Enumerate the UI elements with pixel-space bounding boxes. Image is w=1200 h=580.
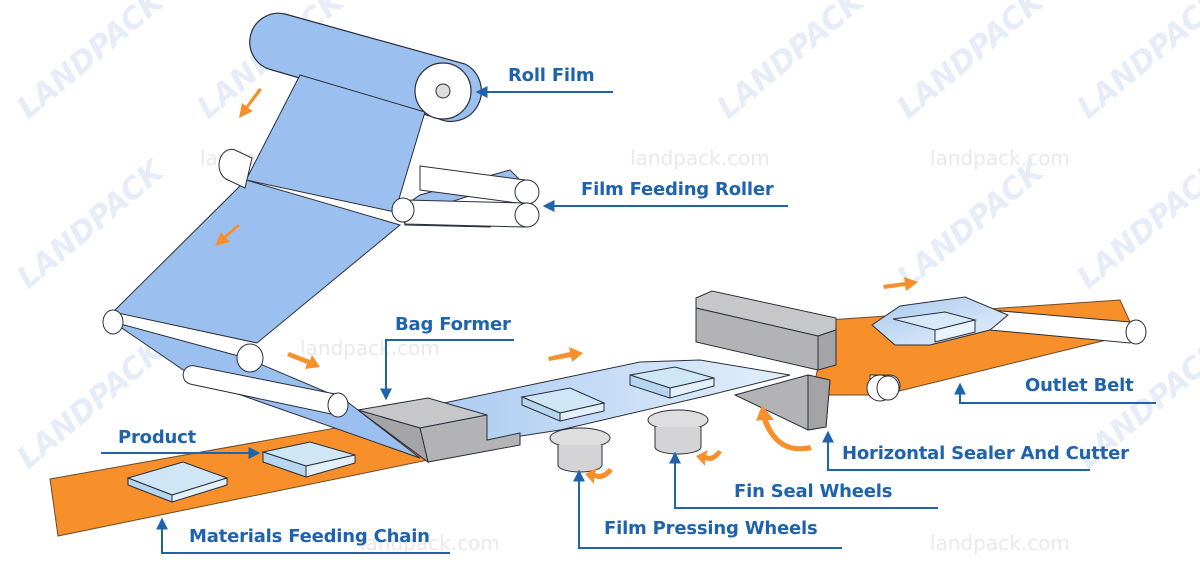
guide-roller-upper-left (218, 148, 253, 189)
arrow-icon-outlet-right (883, 277, 918, 291)
arrow-icon-tube-right (548, 347, 583, 362)
flow-arrows (215, 88, 918, 484)
label-bag-former: Bag Former (395, 314, 511, 335)
guide-roller-bag-entry (182, 365, 349, 418)
label-film-feeding-roller: Film Feeding Roller (581, 179, 774, 200)
svg-text:landpack.com: landpack.com (360, 531, 500, 555)
product-in-tube-2 (629, 366, 715, 399)
roll-film (414, 62, 472, 120)
svg-text:landpack.com: landpack.com (930, 146, 1070, 170)
wrapped-package (871, 296, 1009, 346)
product-box-2 (261, 441, 356, 478)
label-roll-film: Roll Film (508, 65, 595, 86)
bag-former (357, 397, 521, 464)
leader-lines (101, 86, 1156, 554)
svg-text:LANDPACK: LANDPACK (1071, 152, 1200, 296)
curved-arrow-icon-pressing (585, 468, 613, 484)
svg-text:LANDPACK: LANDPACK (11, 0, 173, 126)
fin-seal-wheels (647, 409, 709, 455)
leader-outlet-belt (954, 382, 1156, 404)
horizontal-sealer-cutter (695, 290, 837, 431)
svg-text:LANDPACK: LANDPACK (1071, 0, 1200, 126)
leader-horizontal-sealer (822, 430, 1090, 471)
label-fin-seal-wheels: Fin Seal Wheels (734, 481, 893, 502)
film-pressing-wheels (549, 427, 611, 473)
curved-arrow-icon-sealer (756, 405, 812, 452)
arrow-icon-roll-down (239, 88, 262, 118)
svg-text:LANDPACK: LANDPACK (891, 0, 1053, 126)
svg-text:landpack.com: landpack.com (630, 146, 770, 170)
svg-text:LANDPACK: LANDPACK (711, 0, 873, 126)
label-film-pressing-wheels: Film Pressing Wheels (604, 518, 818, 539)
leader-fin-seal-wheels (669, 451, 938, 509)
product-box-1 (126, 461, 229, 503)
label-product: Product (118, 427, 197, 448)
arrow-icon-film-down (215, 224, 240, 246)
curved-arrow-icon-fin-seal (696, 450, 722, 466)
leader-bag-former (380, 339, 514, 401)
guide-roller-middle (236, 343, 264, 373)
leader-materials-feeding-chain (156, 517, 450, 554)
svg-text:LANDPACK: LANDPACK (11, 332, 173, 476)
film-feeding-roller (391, 165, 540, 228)
label-horizontal-sealer: Horizontal Sealer And Cutter (842, 443, 1129, 464)
label-materials-feeding-chain: Materials Feeding Chain (189, 526, 430, 547)
leader-film-pressing-wheels (573, 469, 842, 549)
svg-text:landpack.com: landpack.com (930, 531, 1070, 555)
label-outlet-belt: Outlet Belt (1025, 375, 1134, 396)
arrow-icon-film-right (287, 352, 320, 369)
guide-roller-lower-left (102, 309, 124, 335)
svg-text:LANDPACK: LANDPACK (11, 152, 173, 296)
product-in-tube-1 (520, 387, 606, 422)
svg-text:LANDPACK: LANDPACK (891, 152, 1053, 296)
